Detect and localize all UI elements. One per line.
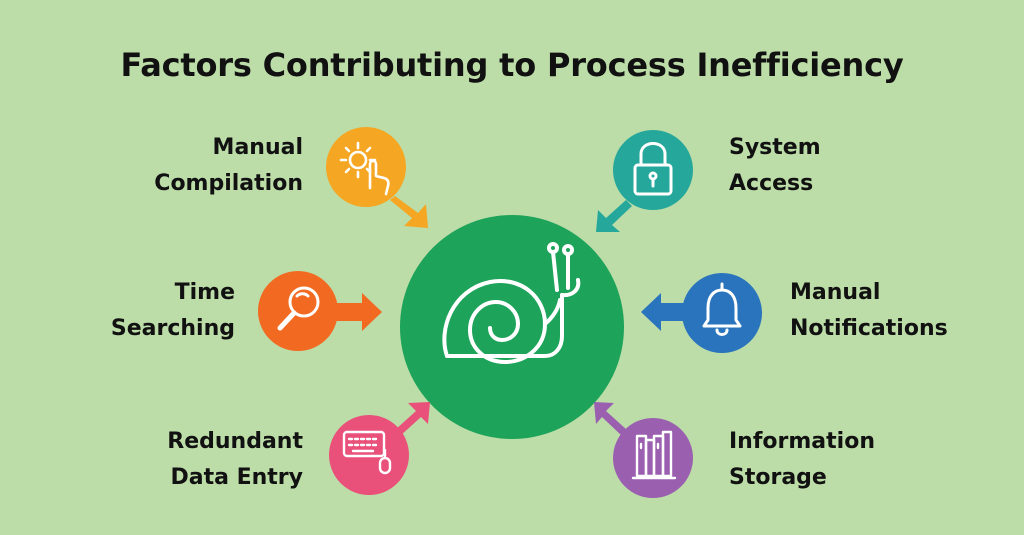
snail-icon (442, 242, 581, 364)
label-line: Notifications (790, 316, 948, 341)
label-line: Storage (729, 465, 827, 490)
label-line: System (729, 135, 821, 160)
factor-node-manual-notifications (641, 273, 762, 353)
gear-hand-icon (339, 141, 390, 196)
label-line: Manual (790, 280, 881, 305)
label-line: Time (174, 280, 235, 305)
arrow-icon (395, 402, 430, 436)
label-manual-compilation: Manual Compilation (154, 130, 303, 202)
label-line: Access (729, 171, 814, 196)
magnifier-icon (277, 286, 320, 331)
factor-node-system-access (596, 130, 693, 232)
label-manual-notifications: Manual Notifications (790, 275, 948, 347)
factor-node-information-storage (594, 402, 693, 498)
label-line: Compilation (154, 171, 303, 196)
label-line: Redundant (167, 429, 303, 454)
label-information-storage: Information Storage (729, 424, 875, 496)
bell-icon (702, 282, 742, 336)
factor-node-manual-compilation (326, 127, 428, 228)
arrow-icon (641, 293, 693, 331)
arrow-icon (325, 293, 382, 331)
center-node (400, 215, 624, 439)
books-icon (631, 430, 677, 480)
arrow-icon (390, 196, 428, 228)
arrow-icon (594, 402, 627, 436)
arrow-icon (596, 200, 632, 232)
label-time-searching: Time Searching (111, 275, 235, 347)
label-line: Information (729, 429, 875, 454)
label-line: Searching (110, 316, 235, 341)
label-line: Data Entry (170, 465, 303, 490)
label-redundant-data-entry: Redundant Data Entry (167, 424, 303, 496)
center-circle (400, 215, 624, 439)
factor-node-redundant-data-entry (329, 402, 430, 495)
padlock-icon (633, 142, 673, 196)
label-system-access: System Access (729, 130, 821, 202)
factor-node-time-searching (258, 271, 382, 351)
label-line: Manual (212, 135, 303, 160)
page-title: Factors Contributing to Process Ineffici… (120, 46, 904, 84)
keyboard-mouse-icon (342, 430, 392, 475)
